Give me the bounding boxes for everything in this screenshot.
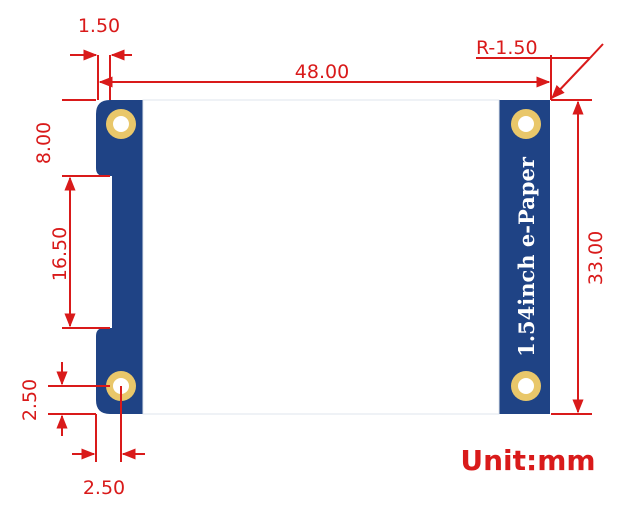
- pcb-board: [96, 99, 550, 415]
- screen-edge: [142, 99, 500, 415]
- unit-label: Unit:mm: [460, 444, 595, 477]
- radius-leader: [551, 57, 591, 100]
- mounting-hole: [106, 109, 136, 139]
- screen-area: [143, 100, 499, 414]
- top-offset-label: 1.50: [78, 15, 120, 37]
- mounting-hole: [511, 109, 541, 139]
- module-label: 1.54inch e-Paper: [514, 156, 539, 357]
- corner-radius-label: R-1.50: [476, 37, 538, 59]
- pcb-right-strip: [504, 100, 550, 414]
- notch-dimension-label: 16.50: [49, 227, 71, 281]
- bottom-vertical-label: 2.50: [19, 379, 41, 421]
- width-dimension-label: 48.00: [295, 61, 349, 83]
- mounting-hole: [511, 371, 541, 401]
- height-dimension-label: 33.00: [585, 231, 607, 285]
- left-top-segment-label: 8.00: [33, 122, 55, 164]
- bottom-horizontal-label: 2.50: [83, 477, 125, 499]
